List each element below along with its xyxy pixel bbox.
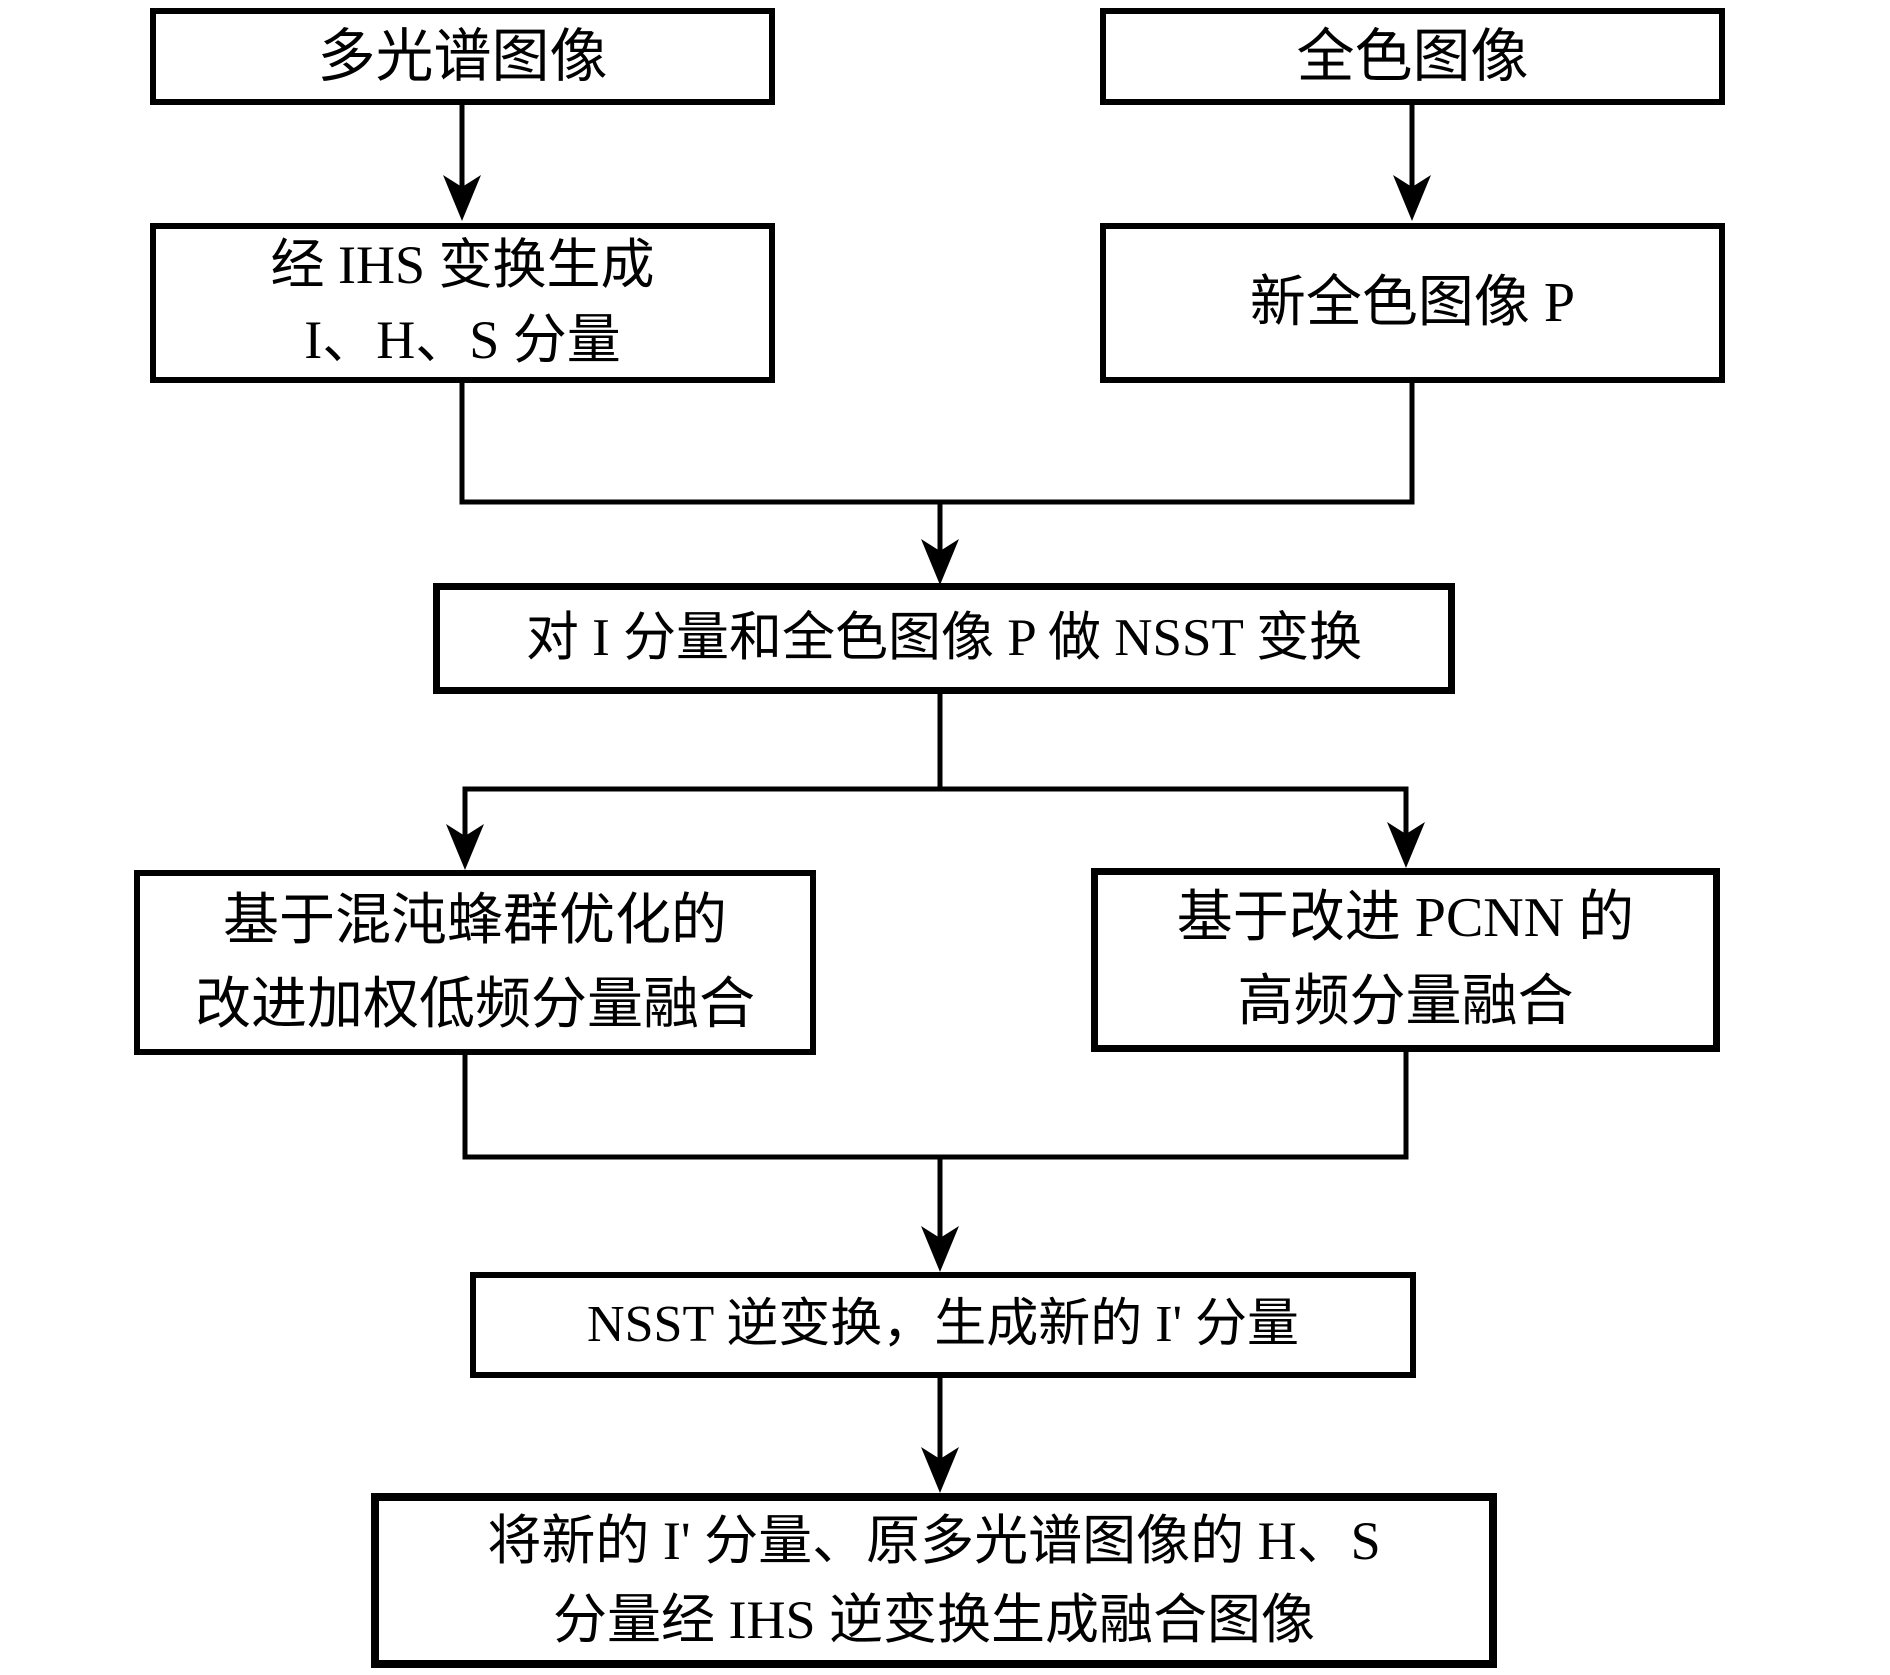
node-fused-image: 将新的 I' 分量、原多光谱图像的 H、S 分量经 IHS 逆变换生成融合图像: [371, 1493, 1497, 1668]
node-inverse-nsst: NSST 逆变换，生成新的 I' 分量: [470, 1272, 1416, 1378]
node-nsst-transform: 对 I 分量和全色图像 P 做 NSST 变换: [433, 583, 1455, 694]
arrowhead-down-icon: [1387, 822, 1425, 868]
edge-multispectral-to-ihs: [443, 105, 481, 221]
arrowhead-down-icon: [1393, 175, 1431, 221]
node-high-frequency-fusion: 基于改进 PCNN 的 高频分量融合: [1091, 868, 1720, 1052]
edge-split-from-nsst: [446, 694, 1425, 870]
node-ihs-transform: 经 IHS 变换生成 I、H、S 分量: [150, 223, 775, 383]
node-new-panchromatic-image: 新全色图像 P: [1100, 223, 1725, 383]
edge-inverse-nsst-to-fused: [921, 1378, 959, 1493]
arrowhead-down-icon: [921, 539, 959, 585]
arrowhead-down-icon: [921, 1447, 959, 1493]
edge-panchromatic-to-newpan: [1393, 105, 1431, 221]
edge-merge-to-nsst: [459, 383, 1415, 585]
node-low-frequency-fusion: 基于混沌蜂群优化的 改进加权低频分量融合: [134, 870, 816, 1055]
edge-merge-to-inverse-nsst: [462, 1052, 1409, 1272]
arrowhead-down-icon: [921, 1226, 959, 1272]
arrowhead-down-icon: [443, 175, 481, 221]
arrowhead-down-icon: [446, 824, 484, 870]
node-panchromatic-image: 全色图像: [1100, 8, 1725, 105]
node-multispectral-image: 多光谱图像: [150, 8, 775, 105]
